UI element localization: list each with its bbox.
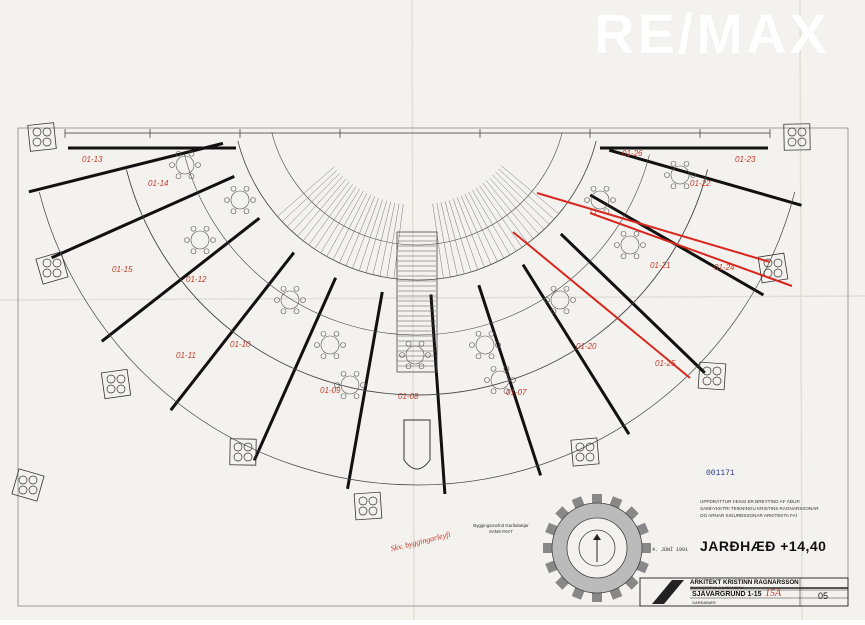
top-dimension-line [64, 129, 771, 138]
unit-label: 01-21 [650, 261, 670, 270]
unit-label: 01-14 [148, 179, 169, 188]
unit-label: 01-22 [690, 179, 711, 188]
red-markup-lines [512, 192, 793, 379]
unit-label: 01-25 [655, 359, 676, 368]
unit-label: 01-10 [230, 340, 251, 349]
central-stairway [396, 231, 438, 470]
unit-label: 01-20 [576, 342, 597, 351]
approval-stamp-header: Byggingarnefnd Garðabæjar [473, 523, 529, 528]
floor-title: JARÐHÆÐ +14,40 [700, 538, 827, 554]
project-handwritten: 15A [765, 588, 782, 599]
approval-line: UPPDRÁTTUR ÞESSI ER BREYTING AF ÁÐUR [700, 499, 800, 504]
approval-stamp-sub: SAMÞYKKT [489, 529, 513, 534]
sheet-number: 05 [818, 591, 829, 601]
unit-partition-walls [28, 141, 802, 495]
terrace-step-hatching [277, 165, 559, 279]
site-key-plan-symbol [543, 494, 651, 602]
location: GARÐABÆR [692, 600, 716, 605]
approval-line: SAMÞYKKTRI TEIKNINGU KRISTINS RAGNARSSON… [700, 506, 819, 511]
stamp-date: 4. JÚNÍ 1991 [652, 547, 689, 553]
stamp-number: 001171 [706, 469, 735, 478]
furniture-symbols [169, 150, 696, 400]
unit-label: 01-15 [112, 265, 133, 274]
project-name: SJÁVARGRUND 1-15 [692, 591, 762, 598]
unit-label: 01-23 [735, 155, 756, 164]
title-block [639, 577, 849, 607]
unit-label: 01-13 [82, 155, 103, 164]
unit-label: 01-08 [398, 392, 419, 401]
architect-name: ARKITEKT KRISTINN RAGNARSSON [690, 579, 799, 586]
unit-label: 01-07 [506, 388, 527, 397]
unit-labels: 01-13 01-14 01-15 01-12 01-11 01-10 01-09 01-08… [82, 149, 756, 401]
unit-label: 01-11 [176, 351, 196, 360]
corner-towers [11, 122, 811, 521]
approval-block: UPPDRÁTTUR ÞESSI ER BREYTING AF ÁÐUR SAM… [700, 498, 850, 519]
building-arc-outlines [38, 132, 796, 486]
approval-line: OG ARNAR SIGURÐSSONAR ARKITEKTA FAÍ [700, 513, 797, 518]
unit-label: 01-12 [186, 275, 207, 284]
remax-logo: RE/MAX [594, 2, 830, 65]
architect-logo-mark [652, 580, 684, 604]
drawing-frame [17, 127, 849, 607]
unit-label: 01-24 [714, 263, 735, 272]
approval-stamp: Byggingarnefnd Garðabæjar SAMÞYKKT [456, 523, 546, 535]
unit-label: 01-09 [320, 386, 341, 395]
architect-subtitle: TEIKNISTOFAN SAMBANDINU [690, 586, 744, 590]
unit-label: 01-26 [622, 149, 643, 158]
